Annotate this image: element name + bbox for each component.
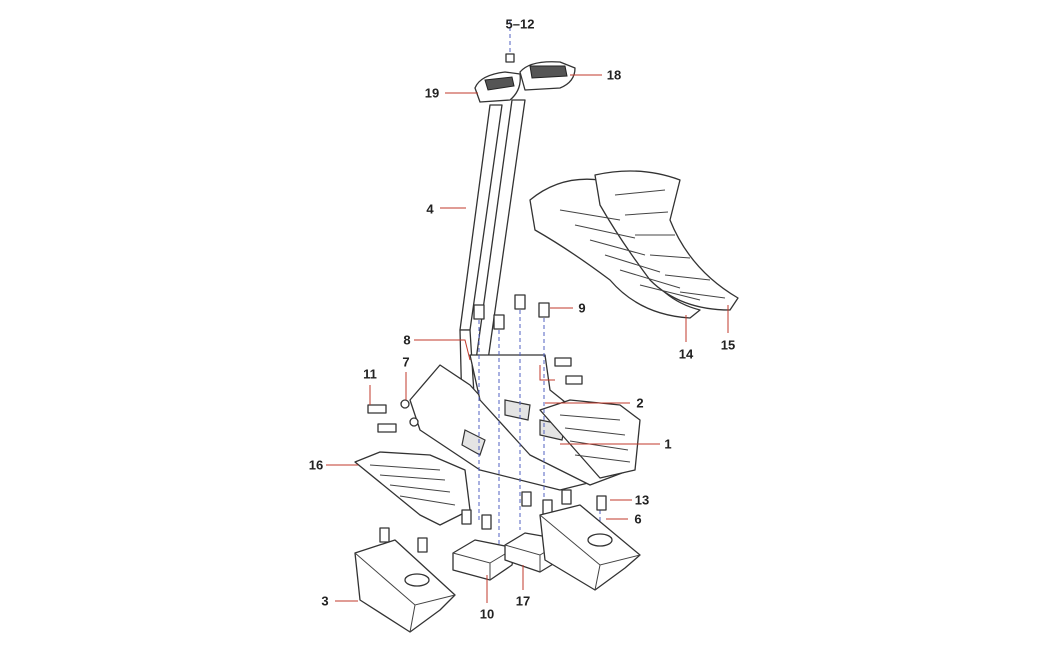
pedal-16 (354, 451, 471, 526)
bracket-3 (354, 539, 456, 633)
callout-4: 4 (426, 201, 434, 217)
callout-17: 17 (515, 593, 531, 609)
leader-lines (326, 74, 729, 603)
bolts-9 (473, 294, 583, 385)
callout-16: 16 (308, 457, 324, 473)
bolts-11 (367, 399, 419, 433)
callout-2: 2 (636, 395, 644, 411)
callout-3: 3 (321, 593, 329, 609)
callout-1: 1 (664, 436, 672, 452)
pedal-right (539, 399, 641, 479)
callout-9: 9 (578, 300, 586, 316)
bracket-6 (539, 504, 641, 591)
callout-18: 18 (606, 67, 622, 83)
foot-pads-14-15 (529, 170, 739, 319)
grip-19 (474, 71, 521, 103)
callout-8: 8 (403, 332, 411, 348)
callout-14: 14 (678, 346, 694, 362)
callout-5-12: 5–12 (505, 16, 535, 32)
callout-6: 6 (634, 511, 642, 527)
callout-7: 7 (402, 354, 410, 370)
callout-11: 11 (363, 366, 377, 382)
screw-5-12 (505, 53, 515, 63)
callout-10: 10 (479, 606, 495, 622)
bolts-13 (379, 489, 607, 553)
callout-13: 13 (634, 492, 650, 508)
callout-19: 19 (424, 85, 440, 101)
block-10 (452, 539, 516, 581)
callout-15: 15 (720, 337, 736, 353)
grip-18 (519, 61, 576, 91)
